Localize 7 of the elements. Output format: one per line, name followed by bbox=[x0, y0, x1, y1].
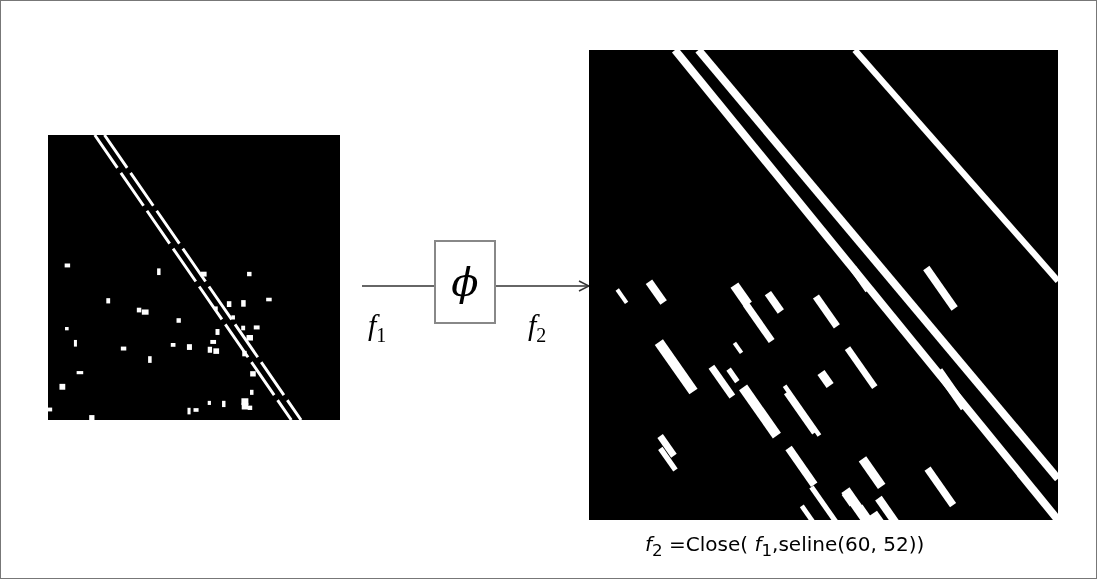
caption: f$_{2}$ =Close( f$_{1}$,seline(60, 52)) bbox=[645, 532, 925, 560]
connector-line bbox=[361, 285, 435, 287]
arrow bbox=[495, 280, 590, 292]
edge-label: f$_{2}$ bbox=[528, 310, 547, 345]
operator-box bbox=[434, 240, 496, 324]
edge-label: f$_{1}$ bbox=[368, 310, 387, 345]
operator-symbol: ϕ bbox=[451, 262, 479, 302]
